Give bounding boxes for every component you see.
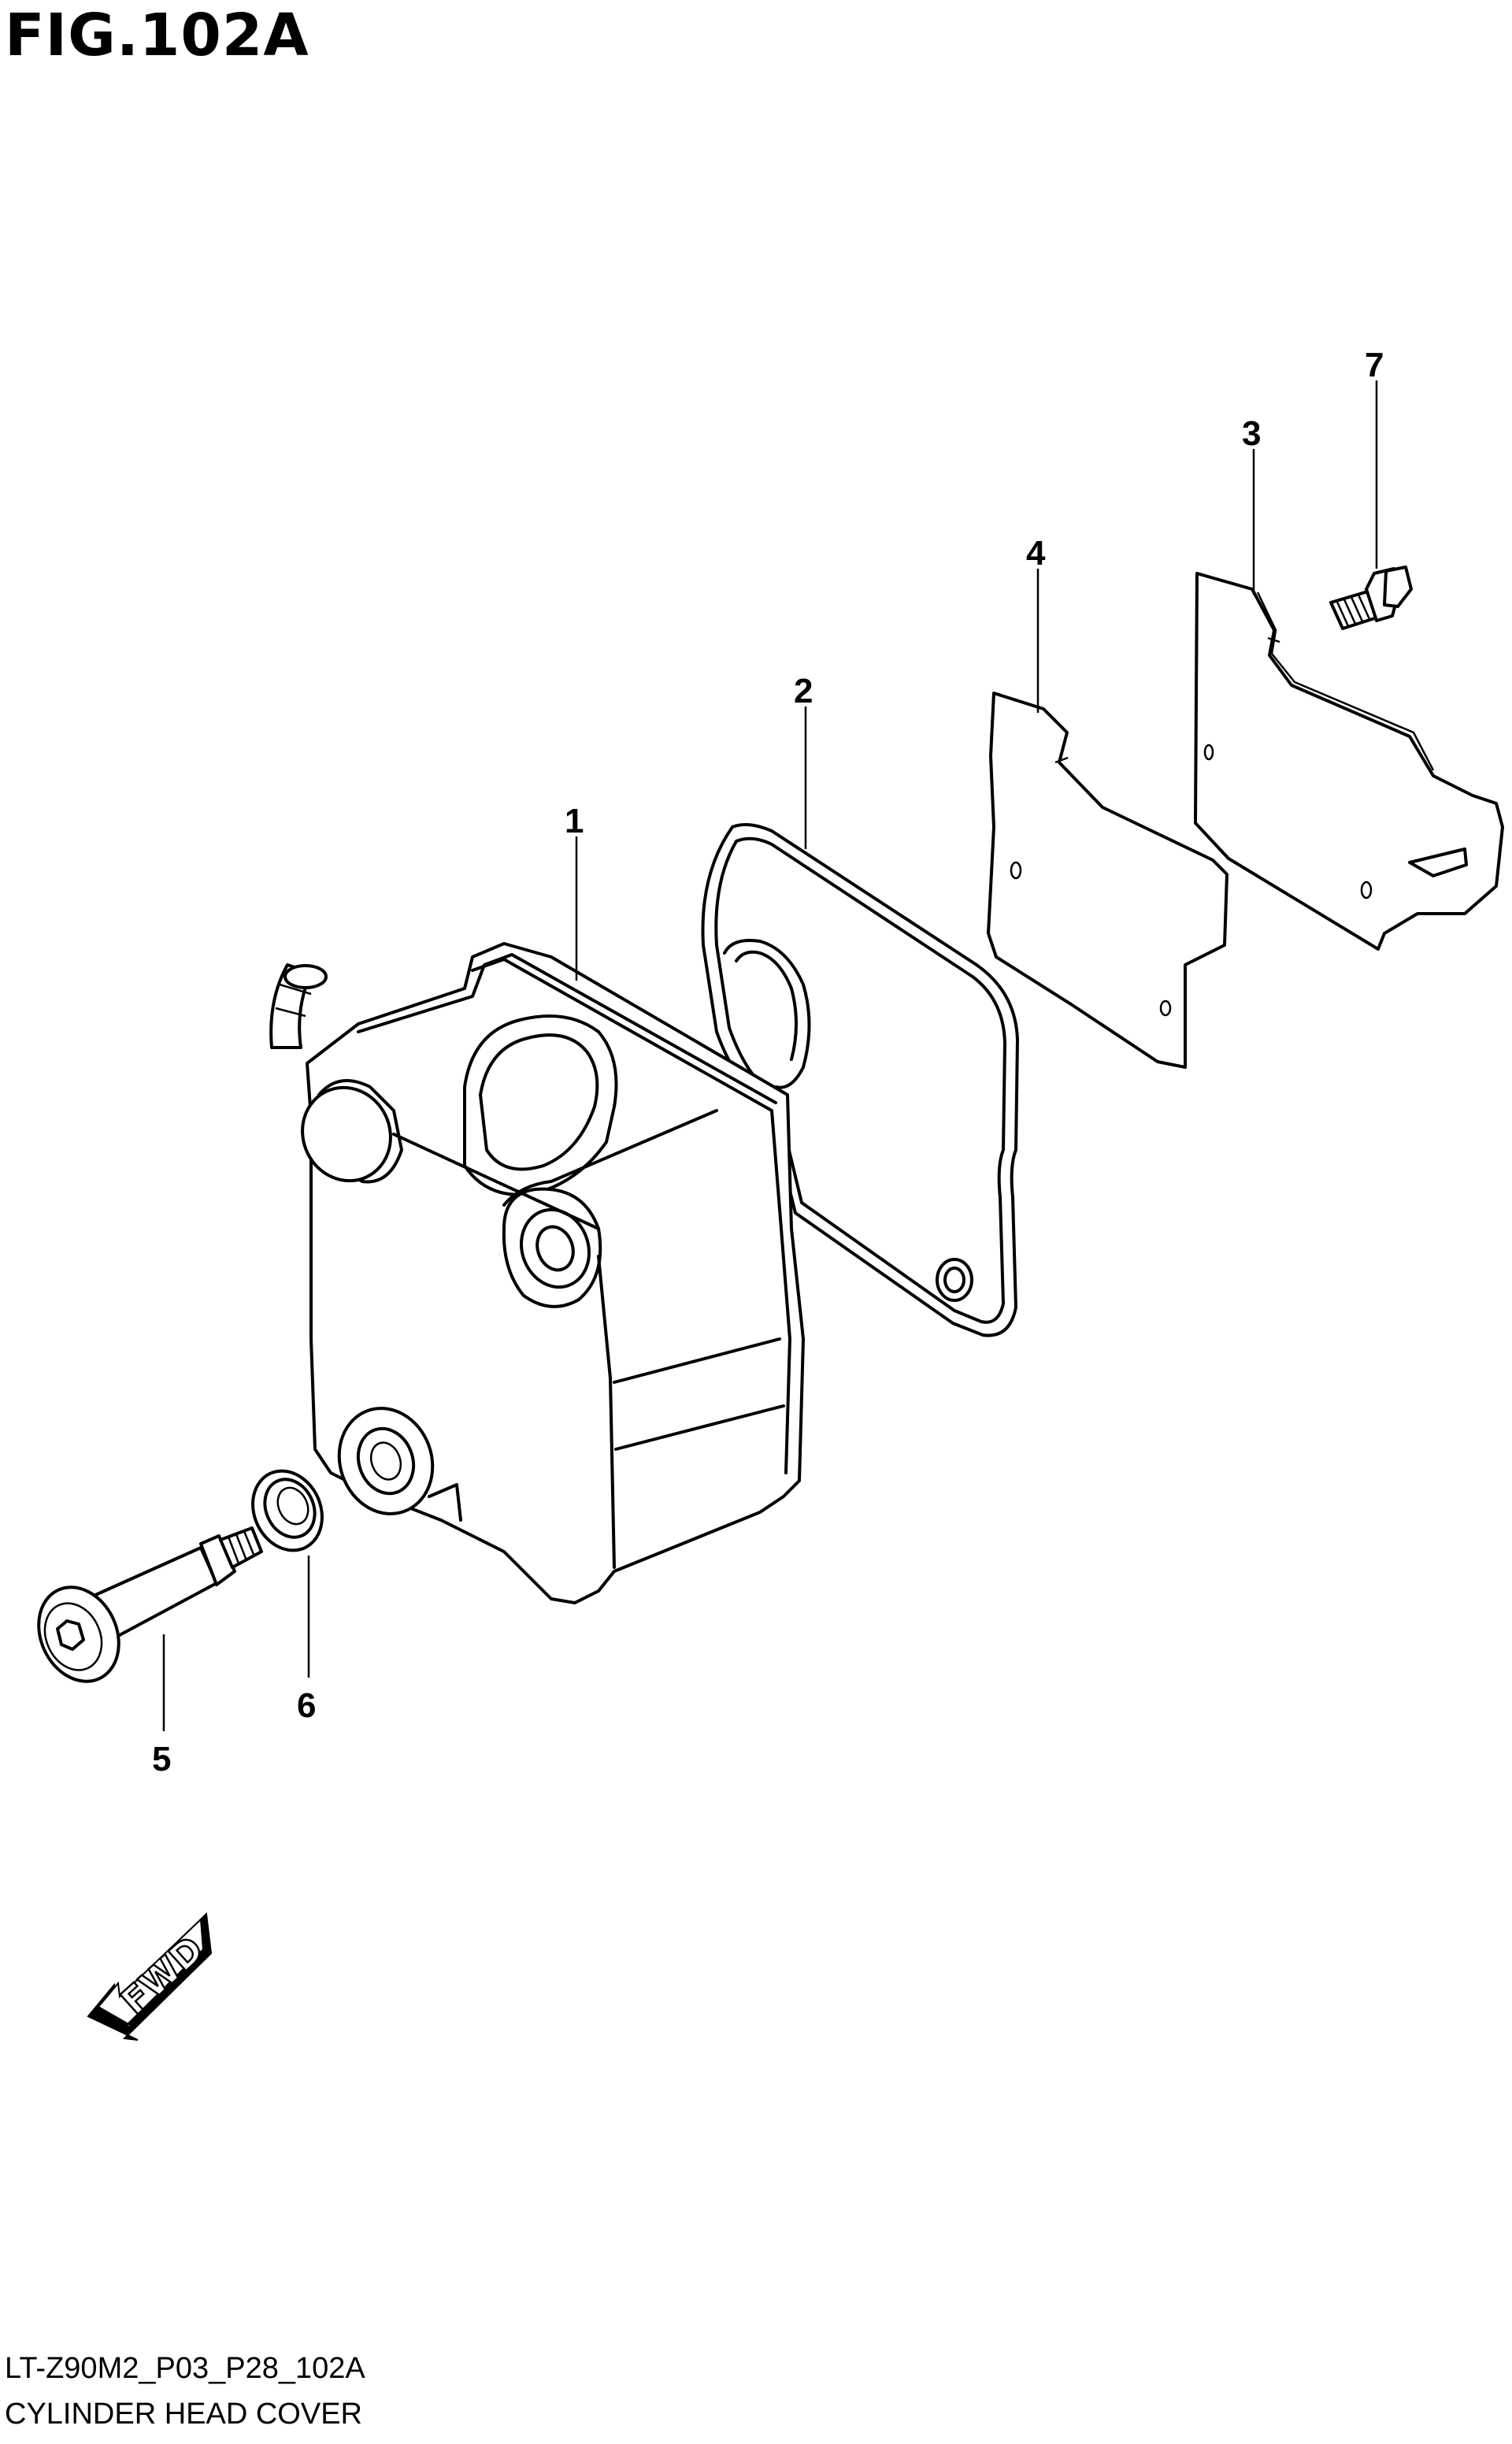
part-3-cover-plate[interactable]: [1194, 572, 1504, 951]
leader-lines: [162, 380, 1378, 1731]
callout-4: 4: [1026, 534, 1046, 573]
callout-6: 6: [297, 1686, 316, 1725]
figure-code: LT-Z90M2_P03_P28_102A: [5, 2352, 365, 2385]
figure-title: FIG.102A: [5, 2, 309, 69]
callout-3: 3: [1242, 414, 1261, 453]
figure-name: CYLINDER HEAD COVER: [5, 2398, 362, 2431]
part-7-bolt[interactable]: [1329, 566, 1413, 630]
part-6-washer[interactable]: [240, 1459, 335, 1562]
callout-1: 1: [565, 802, 584, 840]
part-2-gasket[interactable]: [701, 822, 1019, 1337]
callout-7: 7: [1365, 346, 1384, 384]
fwd-direction-arrow: FWD: [87, 1912, 213, 2041]
part-5-bolt[interactable]: [24, 1526, 263, 1694]
part-4-gasket-plate[interactable]: [987, 692, 1228, 1069]
callout-2: 2: [794, 672, 813, 710]
part-1-cylinder-head-cover[interactable]: [269, 942, 805, 1604]
callout-labels: 1 2 3 4 5 6 7: [152, 346, 1384, 1778]
callout-5: 5: [152, 1740, 171, 1778]
